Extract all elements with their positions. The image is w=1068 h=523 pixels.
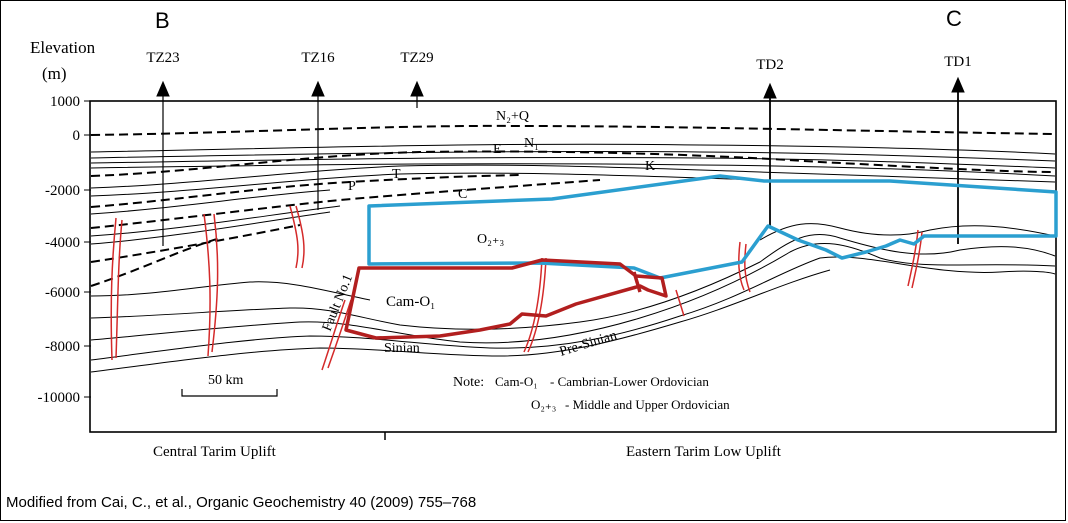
well-labels: TZ23 TZ16 TZ29 TD2 TD1: [146, 50, 971, 73]
scale-bar: [181, 389, 278, 397]
stratum-label: C: [458, 187, 467, 202]
endpoint-c-label: C: [946, 6, 962, 31]
y-tick: 0: [73, 128, 81, 144]
well-label: TZ29: [400, 50, 433, 66]
stratum-label: Pre-Sinian: [558, 328, 619, 360]
solid-strata: [90, 143, 1056, 373]
cambrian-lower-ordovician-outline: [344, 258, 668, 340]
y-tick: -6000: [45, 285, 80, 301]
axis-title-line2: (m): [42, 64, 67, 83]
note-code: Cam-O₁: [495, 374, 538, 389]
scale-bar-label: 50 km: [208, 373, 244, 388]
y-tick: 1000: [50, 94, 80, 110]
endpoint-b-label: B: [155, 8, 170, 33]
region-label: Eastern Tarim Low Uplift: [626, 444, 782, 460]
fault-lines: [110, 205, 923, 371]
stratum-label: Cam-O₁: [386, 294, 435, 310]
note-title: Note:: [453, 375, 484, 390]
note-text: - Middle and Upper Ordovician: [565, 397, 730, 412]
well-label: TD1: [944, 54, 972, 70]
well-label: TZ16: [301, 50, 335, 66]
y-tick: -10000: [38, 390, 81, 406]
well-label: TD2: [756, 57, 784, 73]
y-tick: -4000: [45, 235, 80, 251]
note-code: O₂₊₃: [531, 397, 556, 412]
stratum-label: T: [392, 167, 401, 182]
section-box: [89, 100, 1057, 433]
legend-note: Note: Cam-O₁ - Cambrian-Lower Ordovician…: [453, 374, 730, 412]
stratum-label: N₂+Q: [496, 109, 529, 124]
well-lines: [156, 76, 965, 246]
dashed-strata: [90, 124, 1056, 287]
region-label: Central Tarim Uplift: [153, 444, 277, 460]
cambrian-lower-ordovician-inner-fault: [632, 271, 642, 293]
stratum-label: K: [645, 159, 655, 174]
note-text: - Cambrian-Lower Ordovician: [550, 374, 709, 389]
well-label: TZ23: [146, 50, 179, 66]
middle-upper-ordovician-outline: [367, 174, 1058, 280]
stratum-label: P: [348, 179, 356, 194]
stratum-label: E: [493, 142, 502, 157]
stratum-label: N₁: [524, 136, 539, 151]
source-credit: Modified from Cai, C., et al., Organic G…: [6, 494, 477, 511]
y-tick: -8000: [45, 339, 80, 355]
stratum-label: O₂₊₃: [477, 232, 504, 247]
y-axis-ticks: 1000 0 -2000 -4000 -6000 -8000 -10000: [38, 94, 81, 406]
stratum-label: Sinian: [384, 341, 420, 356]
axis-title-line1: Elevation: [30, 38, 96, 57]
y-tick: -2000: [45, 183, 80, 199]
